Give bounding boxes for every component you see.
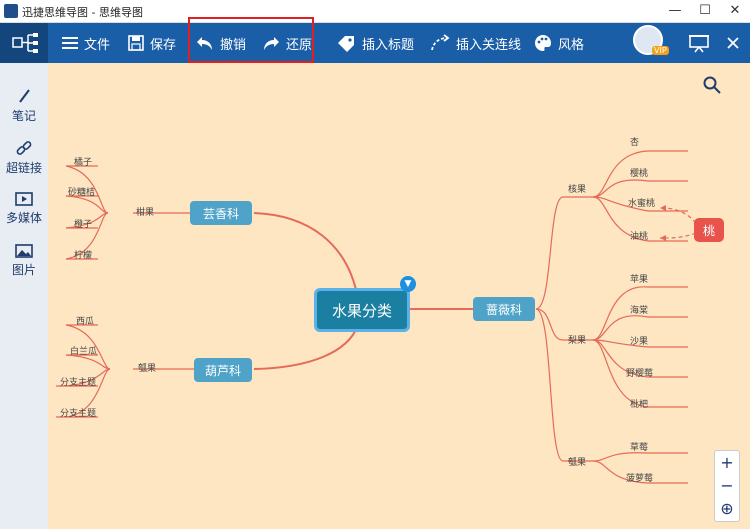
category-node[interactable]: 瓠果 bbox=[138, 364, 157, 374]
search-icon[interactable] bbox=[702, 75, 722, 95]
toolbar: 文件 保存 撤销 还原 插入标题 插入关连线 bbox=[0, 23, 750, 63]
vip-badge: VIP bbox=[652, 46, 669, 55]
branch-node-rutaceae[interactable]: 芸香科 bbox=[190, 201, 252, 225]
save-button[interactable]: 保存 bbox=[128, 23, 176, 63]
root-node[interactable]: 水果分类 bbox=[314, 288, 410, 332]
undo-label: 撤销 bbox=[220, 37, 247, 53]
leaf-node[interactable]: 菠萝莓 bbox=[626, 474, 654, 484]
sidebar-notes-label: 笔记 bbox=[11, 109, 36, 123]
style-button[interactable]: 风格 bbox=[534, 23, 584, 63]
leaf-node[interactable]: 砂糖桔 bbox=[68, 188, 96, 198]
undo-icon bbox=[197, 37, 212, 50]
insert-title-label: 插入标题 bbox=[362, 37, 415, 53]
sidebar-media-label: 多媒体 bbox=[5, 211, 42, 225]
file-label: 文件 bbox=[84, 37, 111, 53]
leaf-node[interactable]: 杏 bbox=[630, 138, 640, 148]
branch-label: 蔷薇科 bbox=[485, 302, 522, 317]
redo-icon bbox=[264, 37, 279, 50]
sidebar: 笔记 超链接 多媒体 图片 bbox=[0, 63, 49, 529]
collapse-toggle-icon[interactable]: ▼ bbox=[400, 276, 416, 292]
file-menu-button[interactable]: 文件 bbox=[62, 23, 110, 63]
category-node[interactable]: 梨果 bbox=[568, 336, 587, 346]
title-bar: 迅捷思维导图 - 思维导图 — ☐ ✕ bbox=[0, 0, 750, 23]
leaf-node[interactable]: 海棠 bbox=[630, 306, 649, 316]
leaf-node[interactable]: 橘子 bbox=[74, 158, 93, 168]
sidebar-item-notes[interactable]: 笔记 bbox=[0, 87, 48, 124]
leaf-node[interactable]: 沙果 bbox=[630, 337, 649, 347]
mindmap-canvas[interactable]: 水果分类 ▼ 芸香科 葫芦科 蔷薇科 柑果 瓠果 橘子 砂糖桔 橙子 柠檬 西瓜… bbox=[48, 63, 750, 529]
leaf-node[interactable]: 白兰瓜 bbox=[70, 347, 98, 357]
leaf-node[interactable]: 柠檬 bbox=[74, 251, 93, 261]
root-node-label: 水果分类 bbox=[331, 301, 392, 320]
undo-redo-highlight bbox=[188, 17, 314, 63]
leaf-node[interactable]: 水蜜桃 bbox=[628, 199, 656, 209]
leaf-node[interactable]: 野樱莓 bbox=[626, 369, 654, 379]
mindmap-svg bbox=[56, 150, 697, 484]
zoom-controls: + − ⊕ bbox=[714, 450, 740, 522]
undo-button[interactable]: 撤销 bbox=[196, 23, 246, 63]
leaf-node[interactable]: 苹果 bbox=[630, 275, 649, 285]
menu-icon bbox=[62, 37, 78, 49]
floating-node[interactable]: 桃 bbox=[694, 218, 724, 242]
leaf-node[interactable]: 草莓 bbox=[630, 443, 649, 453]
insert-title-button[interactable]: 插入标题 bbox=[336, 23, 414, 63]
link-icon bbox=[16, 141, 32, 155]
collapse-button[interactable] bbox=[725, 23, 741, 63]
sidebar-image-label: 图片 bbox=[11, 263, 36, 277]
close-icon bbox=[727, 37, 739, 49]
window-title: 迅捷思维导图 - 思维导图 bbox=[22, 6, 143, 19]
video-icon bbox=[15, 192, 33, 206]
leaf-node[interactable]: 枇杷 bbox=[630, 400, 649, 410]
presentation-icon bbox=[689, 35, 709, 53]
zoom-out-button[interactable]: − bbox=[720, 476, 734, 495]
app-icon bbox=[4, 4, 18, 18]
leaf-node[interactable]: 油桃 bbox=[630, 232, 649, 242]
zoom-in-button[interactable]: + bbox=[720, 453, 734, 472]
minimize-button[interactable]: — bbox=[668, 3, 682, 18]
leaf-node[interactable]: 樱桃 bbox=[630, 169, 649, 179]
sidebar-item-media[interactable]: 多媒体 bbox=[0, 191, 48, 226]
category-node[interactable]: 柑果 bbox=[136, 208, 155, 218]
sidebar-item-hyperlink[interactable]: 超链接 bbox=[0, 139, 48, 176]
leaf-node[interactable]: 橙子 bbox=[74, 220, 93, 230]
leaf-node[interactable]: 分支主题 bbox=[60, 409, 97, 419]
leaf-node[interactable]: 分支主题 bbox=[60, 378, 97, 388]
sidebar-hyperlink-label: 超链接 bbox=[5, 161, 42, 175]
insert-link-label: 插入关连线 bbox=[456, 37, 522, 53]
image-icon bbox=[15, 244, 33, 258]
branch-node-rosaceae[interactable]: 蔷薇科 bbox=[473, 297, 535, 321]
locate-button[interactable]: ⊕ bbox=[720, 499, 734, 518]
save-label: 保存 bbox=[150, 37, 177, 53]
mindmap-icon bbox=[12, 33, 38, 53]
insert-link-button[interactable]: 插入关连线 bbox=[430, 23, 521, 63]
present-button[interactable] bbox=[688, 23, 710, 63]
connector-icon bbox=[431, 34, 450, 51]
redo-label: 还原 bbox=[286, 37, 313, 53]
close-button[interactable]: ✕ bbox=[729, 3, 741, 18]
branch-label: 芸香科 bbox=[202, 206, 239, 221]
category-node[interactable]: 核果 bbox=[568, 185, 587, 195]
save-icon bbox=[128, 35, 144, 51]
pencil-icon bbox=[19, 89, 30, 103]
mindmap-logo-button[interactable] bbox=[0, 23, 48, 63]
maximize-button[interactable]: ☐ bbox=[699, 3, 711, 18]
category-node[interactable]: 瓠果 bbox=[568, 458, 587, 468]
palette-icon bbox=[535, 35, 551, 51]
floating-node-label: 桃 bbox=[702, 223, 715, 238]
branch-label: 葫芦科 bbox=[204, 363, 241, 378]
tag-icon bbox=[338, 36, 354, 52]
sidebar-item-image[interactable]: 图片 bbox=[0, 243, 48, 278]
redo-button[interactable]: 还原 bbox=[262, 23, 312, 63]
branch-node-cucurbitaceae[interactable]: 葫芦科 bbox=[194, 358, 252, 382]
style-label: 风格 bbox=[558, 37, 585, 53]
leaf-node[interactable]: 西瓜 bbox=[76, 317, 95, 327]
